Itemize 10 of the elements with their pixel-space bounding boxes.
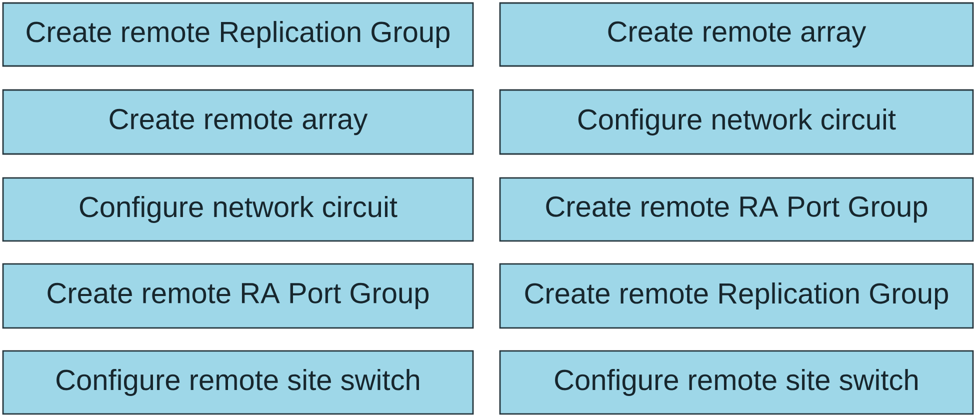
task-box: Configure network circuit bbox=[2, 177, 474, 242]
task-box: Configure network circuit bbox=[499, 89, 974, 155]
task-box: Create remote Replication Group bbox=[499, 263, 974, 329]
task-box: Create remote RA Port Group bbox=[499, 177, 974, 242]
task-box: Create remote Replication Group bbox=[2, 2, 474, 67]
task-box: Create remote RA Port Group bbox=[2, 263, 474, 329]
task-box: Create remote array bbox=[499, 2, 974, 67]
task-box: Configure remote site switch bbox=[2, 350, 474, 415]
task-box: Create remote array bbox=[2, 89, 474, 155]
task-box: Configure remote site switch bbox=[499, 350, 974, 415]
